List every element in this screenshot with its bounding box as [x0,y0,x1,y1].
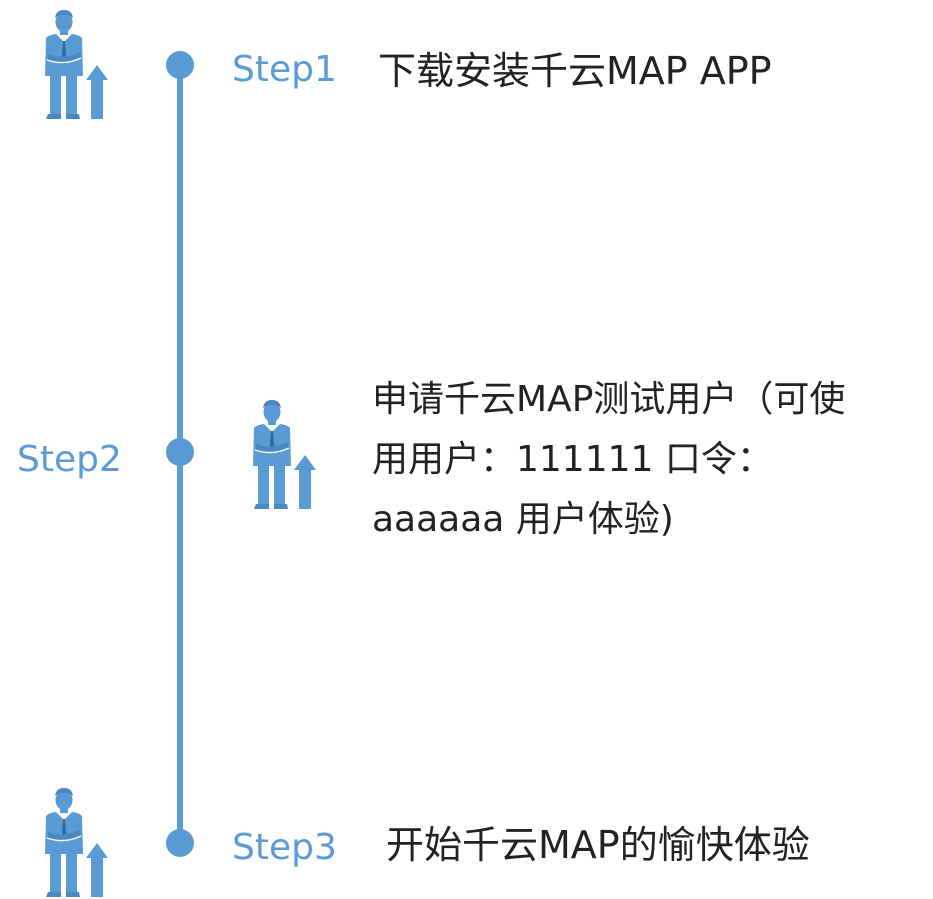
step3-label: Step3 [232,827,337,868]
step3-node-dot [166,829,194,857]
step2-label: Step2 [17,439,122,480]
step2-description-line: 用用户：111111 口令： [372,439,773,480]
businessman-arrow-up-icon [42,786,108,898]
step2-description-line: aaaaaa 用户体验) [372,499,674,540]
step3-description: 开始千云MAP的愉快体验 [386,823,810,867]
step1-description: 下载安装千云MAP APP [378,49,772,93]
step1-node-dot [166,51,194,79]
step2-description-line: 申请千云MAP测试用户（可使 [372,379,846,420]
step1-label: Step1 [232,49,337,90]
step2-node-dot [166,438,194,466]
businessman-arrow-up-icon [42,8,108,120]
step2-description: 申请千云MAP测试用户（可使 用用户：111111 口令： aaaaaa 用户体… [372,370,927,550]
businessman-arrow-up-icon [250,398,316,510]
